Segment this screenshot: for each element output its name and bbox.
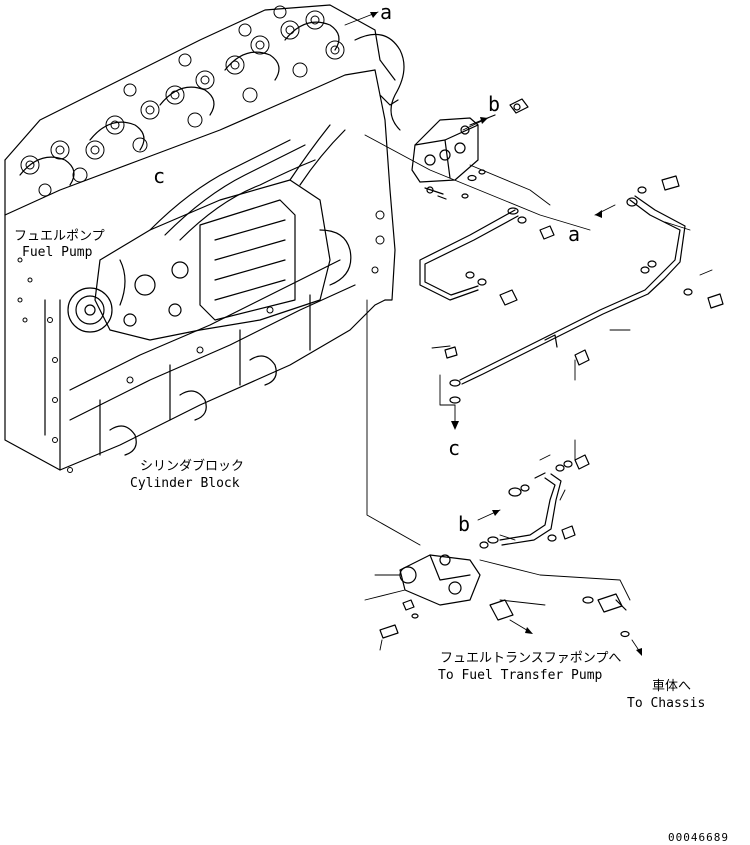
fuel-tube-right [444,175,724,404]
caption-transfer-pump-jp: フュエルトランスファポンプへ [440,651,622,666]
reference-lines [344,11,713,653]
arrowheads [370,12,642,656]
callout-c-low: c [448,436,461,460]
caption-fuel-pump-jp: フュエルポンプ [14,229,105,244]
fuel-pump-assembly [67,124,352,341]
cylinder-head [4,4,405,216]
callout-c-block: c [153,164,166,188]
callout-a-mid: a [568,222,581,246]
drawing-code: 00046689 [668,831,729,844]
filter-head [411,98,529,200]
cylinder-block [4,69,396,473]
fuel-tube-lower [479,454,590,549]
caption-fuel-pump-en: Fuel Pump [22,245,93,260]
priming-pump-bracket [379,554,630,639]
callout-b-top: b [488,92,501,116]
caption-chassis-jp: 車体へ [652,679,692,694]
caption-cylinder-block-en: Cylinder Block [130,476,240,491]
fuel-tube-upper [419,207,555,306]
caption-chassis-en: To Chassis [627,696,706,711]
caption-transfer-pump-en: To Fuel Transfer Pump [438,668,603,683]
callout-b-low: b [458,512,471,536]
caption-cylinder-block-jp: シリンダブロック [140,459,245,474]
callout-a-top: a [380,0,393,24]
